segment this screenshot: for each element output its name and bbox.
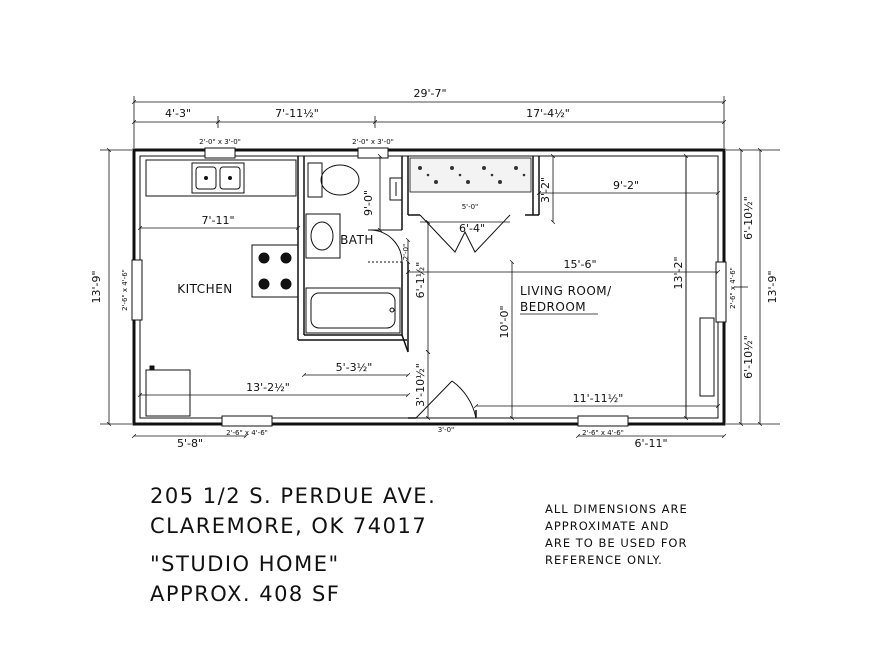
refrigerator (145, 369, 191, 417)
dim-entry-side: 3'-10½" (414, 363, 427, 407)
window-kitchen-top (204, 147, 236, 159)
area-label: APPROX. 408 SF (150, 582, 341, 606)
note-line-2: APPROXIMATE AND (545, 519, 670, 533)
dim-overall-width: 29'-7" (413, 87, 446, 100)
dim-bottom-right: 6'-11" (634, 437, 667, 450)
closet-bifold-doors (419, 214, 511, 253)
dim-segment-3: 17'-4½" (526, 107, 570, 120)
dim-closet-width: 5'-0" (462, 203, 479, 211)
dim-bath-hall: 5'-3½" (336, 361, 373, 374)
interior-walls (297, 156, 540, 419)
kitchen-counter (145, 159, 297, 197)
dim-bath-toilet: 9'-0" (362, 190, 375, 216)
bath-door-swing (368, 229, 403, 263)
dim-bottom-left: 5'-8" (177, 437, 203, 450)
entry-door-swing (415, 380, 477, 419)
interior-dimension-lines (137, 153, 721, 421)
dim-living-height: 13'-2" (672, 256, 685, 289)
dim-living-width: 15'-6" (563, 258, 596, 271)
range-stove (251, 244, 299, 298)
address-line-2: CLAREMORE, OK 74017 (150, 514, 428, 538)
window-kitchen-bottom (221, 415, 273, 427)
windows (131, 147, 727, 427)
address-line-1: 205 1/2 S. PERDUE AVE. (150, 484, 437, 508)
window-label-living-right: 2'-6" x 4'-6" (729, 267, 737, 309)
closet-shelf-pattern (409, 157, 532, 193)
dim-kitchen-width: 7'-11" (201, 214, 234, 227)
doors (368, 214, 511, 419)
window-living-right (715, 261, 727, 323)
dim-living-depth: 10'-0" (498, 305, 511, 338)
window-living-bottom (577, 415, 629, 427)
room-label-living-1: LIVING ROOM/ (520, 284, 612, 298)
dim-kitchen-lower: 13'-2½" (246, 381, 290, 394)
bath-fixtures (305, 162, 403, 334)
room-label-bath: BATH (340, 233, 374, 247)
window-label-living-bottom: 2'-6" x 4'-6" (582, 429, 624, 437)
room-label-living-2: BEDROOM (520, 300, 586, 314)
window-label-kitchen-bottom: 2'-6" x 4'-6" (226, 429, 268, 437)
note-line-1: ALL DIMENSIONS ARE (545, 502, 688, 516)
exterior-dimension-lines (100, 96, 780, 439)
window-bath-top (357, 147, 389, 159)
dim-bath-door: 2'-0" (402, 244, 410, 261)
living-fixtures (685, 156, 715, 418)
dim-closet-depth: 3'-2" (539, 177, 552, 203)
dim-living-top: 9'-2" (613, 179, 639, 192)
vanity (305, 213, 341, 259)
toilet-bowl (320, 164, 360, 196)
room-label-kitchen: KITCHEN (177, 282, 233, 296)
toilet-tank (307, 162, 323, 198)
dim-right-upper: 6'-10½" (742, 196, 755, 240)
dim-overall-depth: 13'-9" (90, 270, 103, 303)
dim-closet-door: 6'-4" (459, 222, 485, 235)
lavatory-sink (310, 221, 334, 251)
note-line-4: REFERENCE ONLY. (545, 553, 663, 567)
bathtub (305, 287, 401, 334)
window-label-bath-top: 2'-0" x 3'-0" (352, 138, 394, 146)
dim-entry-door: 3'-0" (438, 426, 455, 434)
burner-icon (258, 252, 292, 290)
kitchen-sink (191, 162, 245, 194)
dim-segment-2: 7'-11½" (275, 107, 319, 120)
dim-living-bottom: 11'-11½" (573, 392, 624, 405)
dim-wall-run: 6'-1½" (414, 262, 427, 299)
window-label-kitchen-top: 2'-0" x 3'-0" (199, 138, 241, 146)
window-kitchen-left (131, 259, 143, 321)
note-line-3: ARE TO BE USED FOR (545, 536, 688, 550)
dim-right-lower: 6'-10½" (742, 335, 755, 379)
window-label-kitchen-left: 2'-6" x 4'-6" (121, 269, 129, 311)
dim-right-total: 13'-9" (766, 270, 779, 303)
dim-segment-1: 4'-3" (165, 107, 191, 120)
home-name: "STUDIO HOME" (150, 552, 340, 576)
kitchen-fixtures (145, 159, 299, 417)
